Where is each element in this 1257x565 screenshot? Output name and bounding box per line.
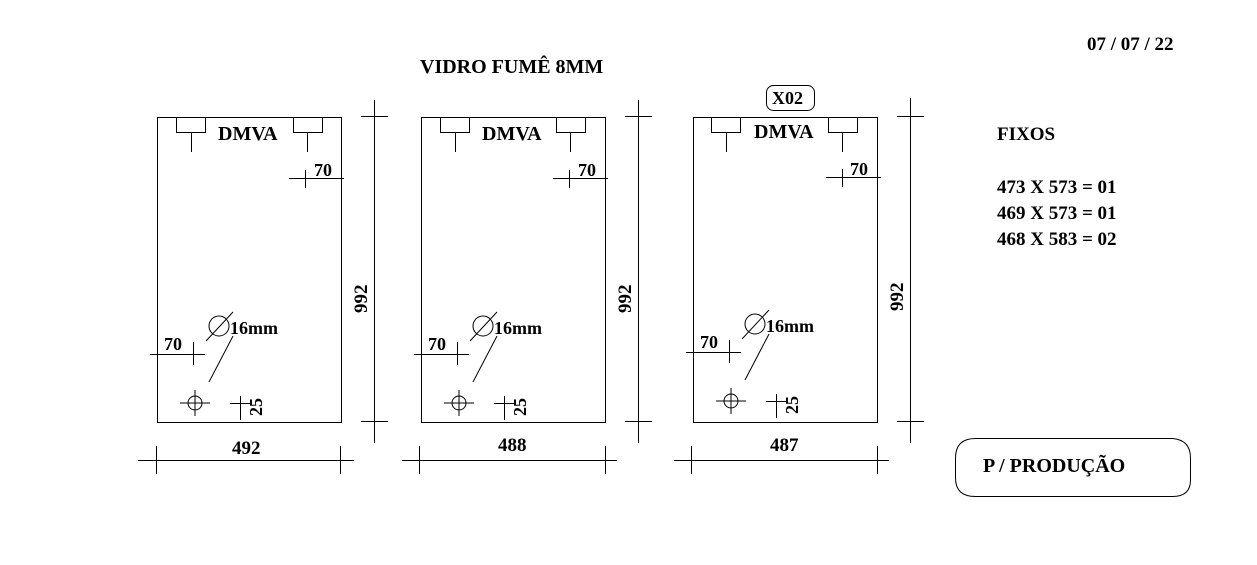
bottom-offset-mark: [766, 394, 786, 418]
hardware-label: DMVA: [218, 123, 278, 145]
hole-diameter-label: 16mm: [230, 318, 278, 338]
bottom-offset-label: 25: [510, 398, 530, 416]
drawing-date: 07 / 07 / 22: [1087, 34, 1174, 55]
hinge-cutout-left: [711, 117, 741, 152]
stamp-border: [955, 438, 1191, 497]
fixos-title: FIXOS: [997, 124, 1055, 145]
left-offset-mark: [686, 340, 741, 363]
panel-outline: [157, 117, 342, 423]
hole-diameter-label: 16mm: [494, 318, 542, 338]
stamp-label: P / PRODUÇÃO: [983, 454, 1125, 477]
glass-panel-1: DMVA 70 70 16mm 25 992 492: [138, 100, 388, 474]
panel-tag: X02: [772, 88, 803, 108]
drawing-title: VIDRO FUMÊ 8MM: [420, 54, 603, 78]
height-dimension-label: 992: [887, 283, 908, 312]
diameter-icon: [741, 309, 770, 340]
top-offset-mark: [826, 169, 881, 187]
hinge-cutout-right: [556, 117, 586, 152]
hole-leader-line: [472, 335, 498, 383]
hole-crosshair: [180, 390, 210, 416]
width-dimension-label: 492: [232, 438, 261, 459]
fixos-list: FIXOS 473 X 573 = 01 469 X 573 = 01 468 …: [997, 124, 1117, 250]
top-offset-label: 70: [314, 160, 332, 180]
hardware-label: DMVA: [482, 123, 542, 145]
height-dimension-label: 992: [615, 285, 636, 314]
fixos-item: 468 X 583 = 02: [997, 229, 1117, 250]
fixos-item: 469 X 573 = 01: [997, 203, 1117, 224]
panel-tag-box: [766, 85, 815, 111]
hole-diameter-label: 16mm: [766, 316, 814, 336]
hole-crosshair: [716, 388, 746, 414]
top-offset-label: 70: [578, 160, 596, 180]
hinge-cutout-left: [440, 117, 470, 152]
diameter-icon: [205, 311, 234, 342]
hole-crosshair: [444, 390, 474, 416]
bottom-offset-mark: [230, 396, 250, 420]
width-dimension-label: 487: [770, 435, 799, 456]
left-offset-mark: [414, 342, 469, 365]
panel-outline: [421, 117, 606, 423]
hole-leader-line: [208, 335, 234, 383]
glass-panel-3: X02 DMVA 70 70 16mm 25 992 487: [674, 85, 924, 474]
left-offset-mark: [150, 342, 205, 365]
width-dimension-line: [402, 446, 617, 474]
top-offset-label: 70: [850, 159, 868, 179]
height-dimension-line: [897, 98, 924, 443]
width-dimension-line: [138, 446, 354, 474]
bottom-offset-label: 25: [246, 398, 266, 416]
production-stamp: P / PRODUÇÃO: [955, 438, 1191, 497]
top-offset-mark: [553, 170, 608, 188]
diameter-icon: [469, 311, 498, 342]
hole-leader-line: [744, 333, 770, 381]
hinge-cutout-right: [828, 117, 858, 152]
left-offset-label: 70: [428, 334, 446, 354]
height-dimension-line: [625, 100, 652, 443]
height-dimension-line: [361, 100, 388, 443]
width-dimension-label: 488: [498, 435, 527, 456]
hinge-cutout-right: [293, 117, 323, 152]
left-offset-label: 70: [164, 334, 182, 354]
glass-panel-2: DMVA 70 70 16mm 25 992 488: [402, 100, 652, 474]
panel-outline: [693, 117, 878, 423]
hinge-cutout-left: [176, 117, 206, 152]
bottom-offset-label: 25: [782, 396, 802, 414]
top-offset-mark: [289, 170, 344, 188]
height-dimension-label: 992: [351, 285, 372, 314]
width-dimension-line: [674, 446, 889, 474]
bottom-offset-mark: [494, 396, 514, 420]
fixos-item: 473 X 573 = 01: [997, 177, 1117, 198]
left-offset-label: 70: [700, 332, 718, 352]
hardware-label: DMVA: [754, 121, 814, 143]
